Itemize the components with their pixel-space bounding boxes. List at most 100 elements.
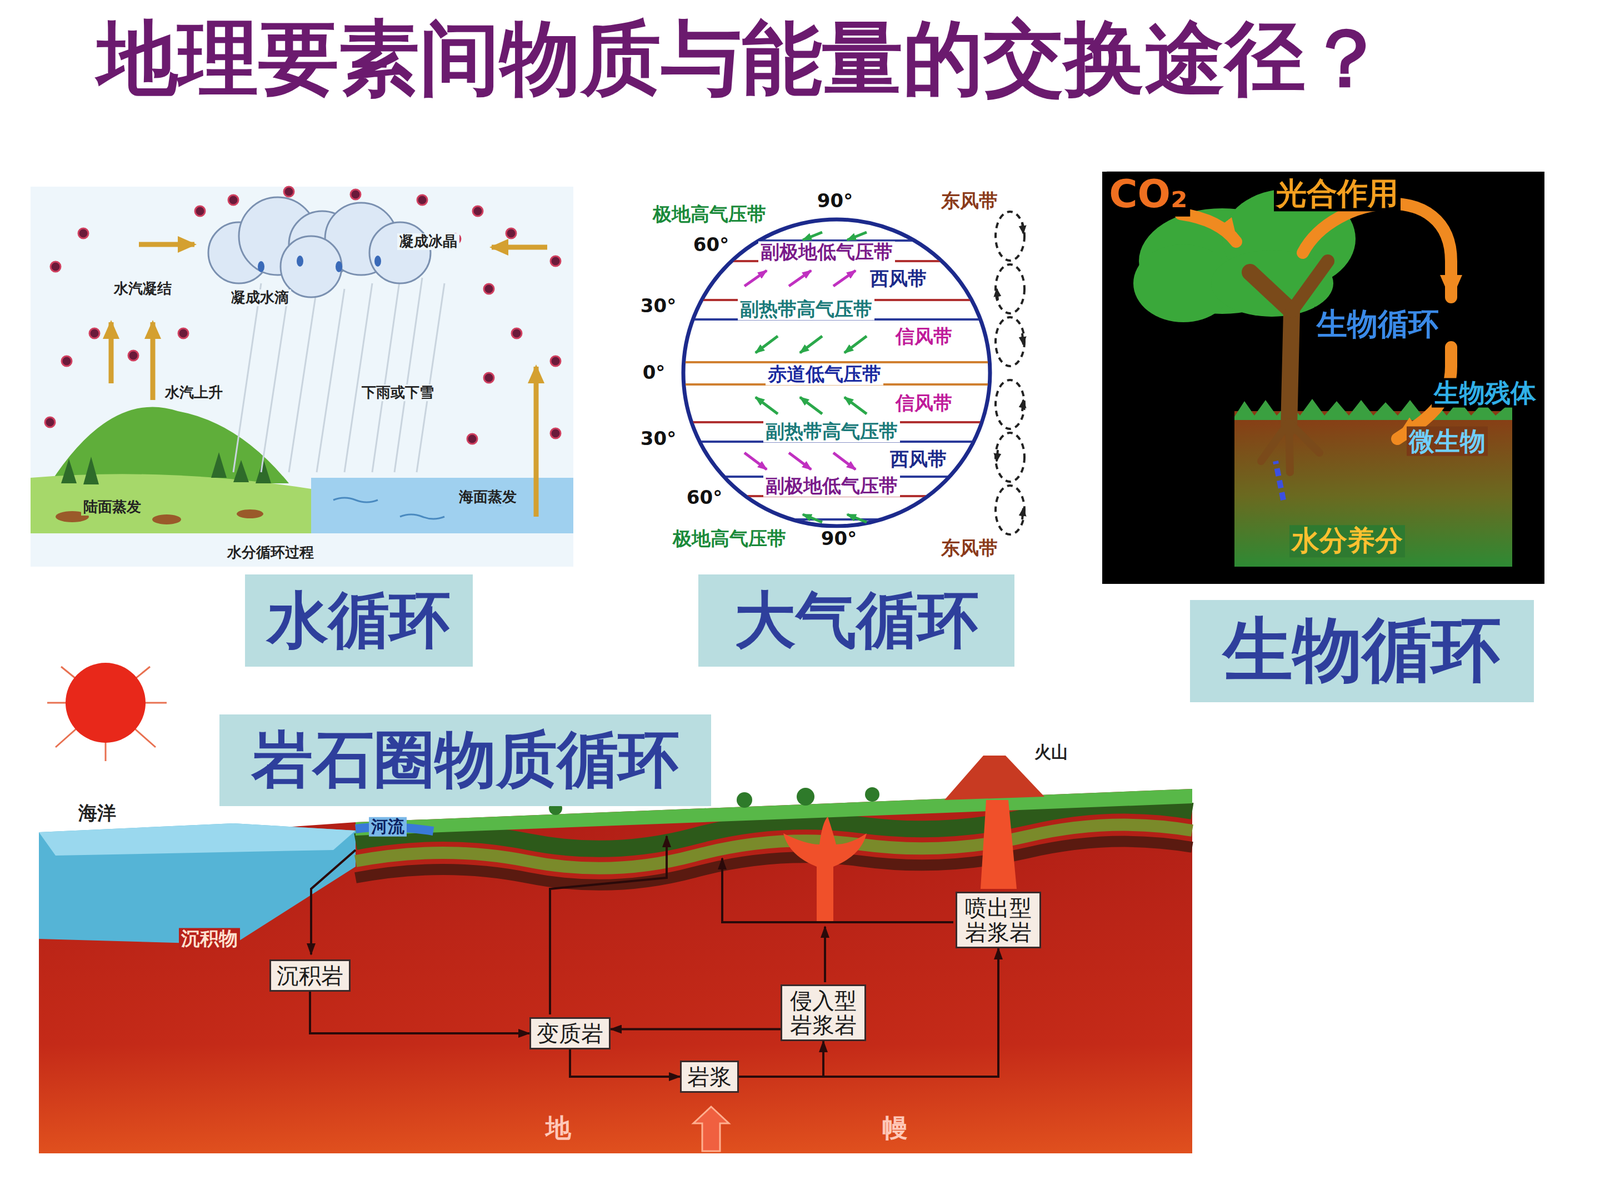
atmosphere-circulation-picture-part-part xyxy=(995,264,1025,314)
node-text: 侵入型 岩浆岩 xyxy=(787,988,859,1038)
rock-cycle-picture-part-part xyxy=(823,926,827,983)
biological-cycle-picture-part-part xyxy=(1291,261,1328,312)
water-cycle-picture-part-part xyxy=(195,206,205,217)
figure-label: 西风带 xyxy=(887,448,949,470)
atmosphere-circulation-picture-part-part xyxy=(800,397,823,414)
rock-cycle-picture-part xyxy=(38,823,356,945)
rock-type-box: 喷出型 岩浆岩 xyxy=(955,891,1042,949)
rock-cycle-picture-part-part xyxy=(311,850,356,955)
atmosphere-circulation-picture-part-part xyxy=(802,514,823,523)
figure-label: 水汽上升 xyxy=(162,384,225,402)
water-cycle-picture-part-part xyxy=(296,255,304,267)
water-cycle-picture-part-part xyxy=(50,261,61,272)
figure-label: 30° xyxy=(638,295,679,317)
rock-cycle-picture xyxy=(38,662,1193,1154)
atmosphere-circulation-picture-part-part xyxy=(833,452,856,470)
rock-cycle-picture-part-part xyxy=(736,792,753,808)
water-cycle-picture-part-part xyxy=(280,236,342,298)
atmosphere-circulation-picture-part xyxy=(995,211,1025,535)
rock-cycle-picture-part-part xyxy=(550,836,667,1015)
figure-label: 90° xyxy=(815,190,855,212)
atmosphere-circulation-picture-part-part xyxy=(1022,508,1024,520)
figure-label: 30° xyxy=(638,427,679,450)
figure-label: 微生物 xyxy=(1406,426,1488,457)
rock-cycle-picture-part-part xyxy=(722,858,954,923)
figure-label: 副热带高气压带 xyxy=(737,298,875,320)
water-cycle-picture-part-part xyxy=(369,222,431,284)
water-cycle-picture-part-part xyxy=(138,242,195,248)
atmosphere-circulation-picture-part-part xyxy=(996,288,998,300)
figure-label: 西风带 xyxy=(867,267,929,290)
water-cycle-picture-part-part xyxy=(550,428,561,439)
atmosphere-circulation-picture-part-part xyxy=(802,232,823,240)
water-cycle-picture-part xyxy=(50,406,289,484)
cycle-name-box: 大气循环 xyxy=(698,574,1015,667)
water-cycle-picture-part xyxy=(257,255,382,273)
figure-label: 60° xyxy=(684,486,725,509)
rock-type-box: 沉积岩 xyxy=(269,959,351,992)
rock-cycle-picture-part xyxy=(783,816,867,923)
rock-cycle-arrow xyxy=(570,1049,680,1077)
atmosphere-circulation-picture-part-part xyxy=(755,397,778,414)
water-cycle-picture-part-part xyxy=(533,366,539,517)
water-cycle-picture-part-part xyxy=(417,195,428,205)
biological-cycle-picture-part xyxy=(1250,261,1328,473)
atmosphere-circulation-picture-part-part xyxy=(755,336,778,353)
rock-cycle-picture-part xyxy=(944,755,1045,800)
rock-cycle-picture-part-part xyxy=(796,787,815,806)
water-cycle-picture-part-part xyxy=(394,277,423,473)
figure-label: 海洋 xyxy=(76,802,119,824)
atmosphere-circulation-picture-part xyxy=(666,240,1006,520)
water-cycle-picture-part-part xyxy=(261,288,289,473)
rock-cycle-picture-part xyxy=(980,800,1017,889)
node-text: 沉积岩 xyxy=(276,963,344,988)
atmosphere-circulation-picture-part-part xyxy=(1022,400,1024,412)
slide-title: 地理要素间物质与能量的交换途径？ xyxy=(97,12,1387,105)
atmosphere-circulation-picture-part xyxy=(996,222,1024,520)
water-cycle-picture-part xyxy=(30,186,574,567)
biological-cycle-picture-part-part xyxy=(1250,272,1292,428)
figure-label: 副极地低气压带 xyxy=(763,475,900,497)
biological-cycle-picture-part-part xyxy=(1302,203,1452,298)
atmosphere-circulation-picture-part xyxy=(637,186,1032,562)
figure-label: 副热带高气压带 xyxy=(763,420,900,443)
node-text: 变质岩 xyxy=(536,1021,604,1046)
water-cycle-picture-part-part xyxy=(467,433,478,444)
atmosphere-circulation-picture-part-part xyxy=(666,518,1006,521)
biological-cycle-picture-part xyxy=(1180,203,1452,439)
water-cycle-picture-part xyxy=(111,244,548,517)
node-text: 大气循环 xyxy=(734,579,979,663)
figure-label: 生物残体 xyxy=(1431,378,1539,408)
atmosphere-circulation-picture-part-part xyxy=(996,450,998,462)
water-cycle-picture-part-part xyxy=(108,322,114,384)
figure-label: 信风带 xyxy=(893,325,955,348)
atmosphere-circulation-picture-part-part xyxy=(744,270,767,287)
atmosphere-circulation-picture-part-part xyxy=(847,514,867,523)
cycle-name-box: 水循环 xyxy=(245,574,473,667)
cycle-name-box: 生物循环 xyxy=(1190,600,1534,703)
figure-label: 凝成水滴 xyxy=(228,289,292,307)
water-cycle-picture-part-part xyxy=(61,356,72,367)
water-cycle-picture-part-part xyxy=(316,288,345,473)
water-cycle-picture-part-part xyxy=(228,195,239,205)
rock-cycle-picture-part-part xyxy=(865,787,880,802)
atmosphere-circulation-picture-part xyxy=(683,219,990,527)
figure-label: 赤道低气压带 xyxy=(765,363,884,385)
cycle-name-box: 岩石圈物质循环 xyxy=(219,714,712,807)
water-cycle-picture-part-part xyxy=(233,283,262,473)
rock-type-box: 侵入型 岩浆岩 xyxy=(780,984,867,1042)
figure-label: 水分养分 xyxy=(1289,525,1405,558)
water-cycle-picture-part-part xyxy=(550,356,561,367)
atmosphere-circulation-picture-part-part xyxy=(1022,333,1024,345)
rock-cycle-picture-part xyxy=(38,665,1193,1154)
water-cycle-picture-part xyxy=(152,514,182,525)
figure-label: 60° xyxy=(691,233,732,256)
figure-label: CO₂ xyxy=(1106,171,1190,217)
water-cycle-picture-part xyxy=(236,509,264,519)
figure-label: 下雨或下雪 xyxy=(359,384,437,402)
atmosphere-circulation-picture-part-part xyxy=(666,361,1006,364)
figure-label: 沉积物 xyxy=(178,927,240,950)
water-cycle-picture-part-part xyxy=(483,372,494,383)
water-cycle-picture-part-part xyxy=(178,328,189,339)
